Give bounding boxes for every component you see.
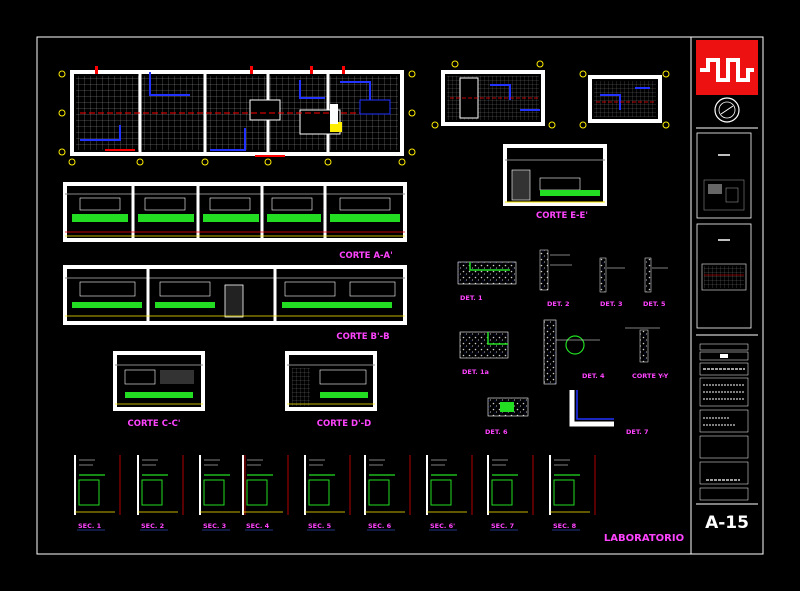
wall-section-label: SEC. 8 bbox=[553, 522, 577, 530]
wall-section-label: SEC. 4 bbox=[246, 522, 270, 530]
detail-5-label: DET. 5 bbox=[643, 300, 666, 308]
section-b-b: CORTE B'-B bbox=[63, 265, 407, 342]
wall-sections-row: SEC. 1 SEC. 2 SEC. 3 SEC. 4 SEC. 5 SEC. 6 SEC.… bbox=[74, 455, 596, 531]
corte-d-d-title: CORTE D'-D bbox=[317, 419, 371, 429]
wall-section-3: SEC. 3 bbox=[199, 455, 246, 531]
wall-section-label: SEC. 3 bbox=[203, 522, 226, 530]
detail-1-label: DET. 1 bbox=[460, 294, 483, 302]
wall-section-6: SEC. 6 bbox=[364, 455, 411, 531]
room-plan-2 bbox=[431, 60, 556, 129]
detail-2-label: DET. 2 bbox=[547, 300, 570, 308]
room-plan-3 bbox=[579, 70, 670, 129]
detail-3-label: DET. 3 bbox=[600, 300, 623, 308]
section-e-e: CORTE E-E' bbox=[503, 144, 607, 221]
sheet-number: A-15 bbox=[705, 513, 749, 533]
wall-section-label: SEC. 2 bbox=[141, 522, 164, 530]
wall-section-label: SEC. 7 bbox=[491, 522, 514, 530]
key-plan-box bbox=[696, 132, 752, 219]
wall-section-label: SEC. 5 bbox=[308, 522, 332, 530]
detail-7-label: DET. 7 bbox=[626, 428, 649, 436]
corte-c-c-title: CORTE C-C' bbox=[128, 419, 181, 429]
wall-section-4: SEC. 4 bbox=[242, 455, 289, 531]
floor-plan bbox=[58, 66, 416, 166]
detail-4-label: DET. 4 bbox=[582, 372, 605, 380]
wall-section-2: SEC. 2 bbox=[137, 455, 184, 531]
drawing-frame bbox=[36, 36, 764, 555]
detail-6-label: DET. 6 bbox=[485, 428, 508, 436]
wall-section-7: SEC. 6' bbox=[426, 455, 473, 531]
location-plan-box bbox=[696, 223, 752, 329]
corte-y-y-label: CORTE Y-Y bbox=[632, 372, 669, 380]
construction-details: DET. 1 DET. 2 DET. 3 DET. 5 DET. 1a DET.… bbox=[457, 249, 669, 436]
wall-section-8: SEC. 7 bbox=[487, 455, 534, 531]
wall-section-label: SEC. 6 bbox=[368, 522, 392, 530]
corte-b-b-title: CORTE B'-B bbox=[336, 332, 389, 342]
detail-1a-label: DET. 1a bbox=[462, 368, 489, 376]
title-block: A-15 bbox=[696, 40, 758, 533]
wall-section-5: SEC. 5 bbox=[304, 455, 351, 531]
wall-section-label: SEC. 1 bbox=[78, 522, 102, 530]
section-c-c: CORTE C-C' bbox=[113, 351, 205, 429]
corte-a-a-title: CORTE A-A' bbox=[339, 251, 392, 261]
section-a-a: CORTE A-A' bbox=[63, 182, 407, 261]
wall-section-9: SEC. 8 bbox=[549, 455, 596, 531]
wall-section-1: SEC. 1 bbox=[74, 455, 121, 531]
corte-e-e-title: CORTE E-E' bbox=[536, 211, 588, 221]
wall-section-label: SEC. 6' bbox=[430, 522, 455, 530]
university-seal bbox=[714, 97, 740, 123]
section-d-d: CORTE D'-D bbox=[285, 351, 377, 429]
project-title: LABORATORIO bbox=[604, 533, 684, 544]
